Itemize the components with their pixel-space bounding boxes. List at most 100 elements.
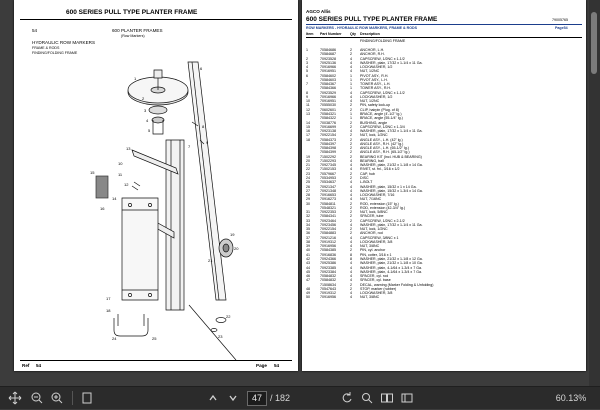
item-number: 14 [306,120,310,125]
part-description: WASHER, plain, 4-1/64 x 1-3/4 x 7 Ga. [360,269,422,274]
part-number: 70916966 [320,65,336,70]
toolbar-separator [72,391,73,405]
item-number: 48 [306,286,310,291]
part-number: 70916956 [320,244,336,249]
callout: 14 [112,196,117,201]
part-number: 70584832 [320,278,336,283]
item-number: 22 [306,167,310,172]
part-description: WASHER, plain, 17/32 x 1-1/4 x 11 Ga. [360,129,423,134]
callout: 17 [106,296,111,301]
brand-label: AGCO Allis [306,9,331,14]
part-number: 70919312 [320,291,336,296]
part-number: 70584341 [320,214,336,219]
part-description: LOCKWASHER, 1/2 [360,65,393,70]
part-number: 70584397 [320,141,336,146]
item-number: 23 [306,171,310,176]
quantity: 4 [350,197,352,202]
quantity: 1 [350,116,352,121]
part-description: WASHER, plain, 21/32 x 1-1/8 x 14 Ga. [360,163,423,168]
zoom-level[interactable]: 60.13% [555,393,587,403]
part-description: ROD, extension (42-3/4" lg.) [360,205,406,210]
part-number: 70547643 [320,286,336,291]
callout: 23 [218,334,223,339]
part-description: ANCHOR, rod [360,231,383,236]
callout: 11 [118,172,123,177]
pan-button[interactable] [8,391,22,405]
part-description: WASHER, plain, 15/32 x 1-3/4 x 14 Ga. [360,188,423,193]
part-description: PIN, cotter, 3/16 x 1 [360,252,392,257]
search-button[interactable] [360,391,374,405]
part-number: 70579667 [320,171,336,176]
right-page-subtitle: ROW MARKERS - HYDRAULIC ROW MARKERS, FRA… [306,26,418,30]
part-description: LOCKWASHER, 3/8 [360,291,393,296]
page-number-input[interactable]: 47 [247,391,267,406]
part-description: DISC [360,175,369,180]
zoom-in-button[interactable] [50,391,64,405]
callout: 7 [188,144,191,149]
item-number: 18 [306,137,310,142]
fit-page-icon [82,392,92,404]
callout: 1 [134,76,137,81]
part-description: NUT, 1/2NC [360,99,380,104]
part-description: NUT, lock, 5/8NC [360,210,388,215]
fit-page-button[interactable] [80,391,94,405]
subtitle-folding-frame: FINDING/FOLDING FRAME [32,51,78,55]
part-description: BUSHING, angle [360,120,388,125]
vertical-scrollbar[interactable] [589,0,600,386]
part-description: SPACER, tube [360,214,384,219]
part-number: 70584385 [320,248,336,253]
part-description: TOWER ASY., L.H. [360,82,391,87]
item-number: 40 [306,248,310,253]
part-number: 70534637 [320,180,336,185]
zoom-out-button[interactable] [30,391,44,405]
part-description: BRACE, angle (55-1/4" lg.) [360,116,403,121]
part-number: 71502292 [320,154,336,159]
quantity: 2 [350,175,352,180]
quantity: 2 [350,52,352,57]
right-page-label: Page54 [555,26,568,30]
two-page-spread-button[interactable] [380,391,394,405]
quantity: 4 [350,235,352,240]
quantity: 4 [350,158,352,163]
quantity: 2 [350,137,352,142]
part-number: 70916653 [320,193,336,198]
part-number: 70916956 [320,295,336,300]
sidebar-icon [401,393,413,403]
sidebar-toggle-button[interactable] [400,391,414,405]
scrollbar-thumb[interactable] [591,12,597,74]
part-description: BEARING KIT (Incl. HUB & BEARING) [360,154,422,159]
next-page-button[interactable] [226,391,240,405]
part-number: 70916951 [320,99,336,104]
part-description: ANGLE ASY., L.H. (65-1/2" lg.) [360,146,409,151]
item-number: 9 [306,94,308,99]
quantity: 2 [350,154,352,159]
item-number: 17 [306,133,310,138]
item-number: 42 [306,257,310,262]
part-number: 70584398 [320,146,336,151]
right-page-title: 600 SERIES PULL TYPE PLANTER FRAME [306,16,438,23]
prev-page-button[interactable] [206,391,220,405]
part-number: 70925386 [320,261,336,266]
item-number: 39 [306,244,310,249]
part-number: 71508634 [320,282,336,287]
part-number: 70923464 [320,218,336,223]
quantity: 4 [350,69,352,74]
quantity: 4 [350,274,352,279]
rotate-button[interactable] [340,391,354,405]
